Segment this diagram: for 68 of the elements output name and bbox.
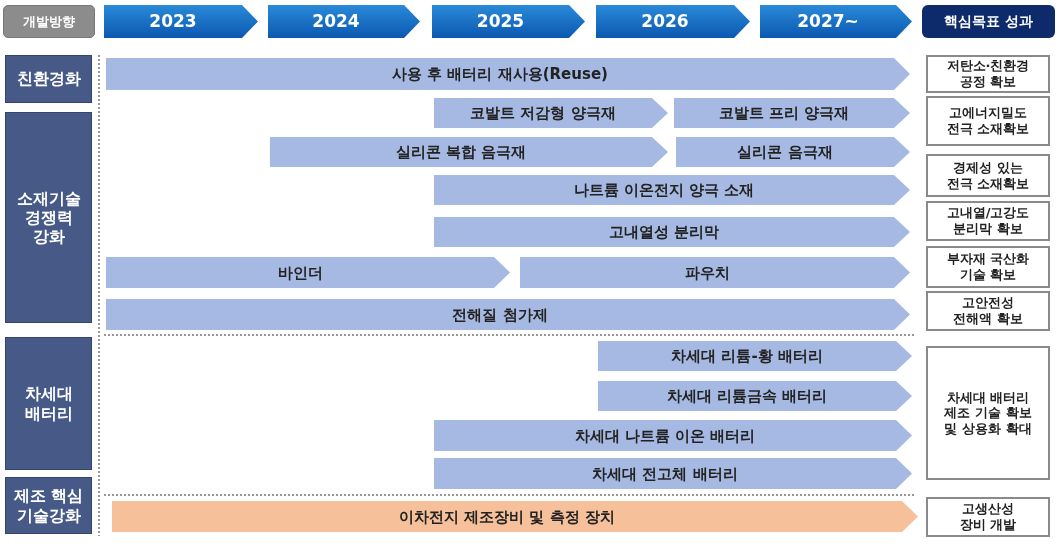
bar-label: 코발트 프리 양극재 bbox=[718, 104, 850, 122]
bar-label: 차세대 전고체 배터리 bbox=[592, 464, 738, 483]
year-label: 2027~ bbox=[797, 11, 859, 32]
bar-label: 바인더 bbox=[277, 263, 323, 282]
year-header-banner bbox=[268, 5, 420, 38]
goal-box bbox=[926, 497, 1050, 537]
goal-box bbox=[926, 346, 1050, 480]
goal-box bbox=[926, 154, 1050, 197]
heading-text: 친환경화 bbox=[16, 69, 81, 89]
arrow-bar bbox=[106, 58, 910, 90]
category-box bbox=[5, 337, 92, 470]
arrow-bar bbox=[674, 98, 910, 128]
heading-text: 소재기술 경쟁력 강화 bbox=[15, 188, 82, 247]
goal-text: 부자재 국산화 기술 확보 bbox=[945, 251, 1031, 283]
goal-text: 고생산성 장비 개발 bbox=[958, 501, 1018, 533]
heading-text: 개발방향 bbox=[23, 13, 75, 30]
header-box bbox=[922, 5, 1055, 38]
arrow-bar bbox=[434, 217, 910, 247]
arrow-bar bbox=[676, 137, 910, 167]
category-box bbox=[5, 55, 92, 103]
year-label: 2025 bbox=[476, 11, 525, 32]
goal-text: 경제성 있는 전극 소재확보 bbox=[945, 159, 1031, 192]
category-box bbox=[5, 112, 92, 323]
arrow-bar bbox=[598, 341, 912, 371]
arrow-bar bbox=[598, 381, 912, 411]
arrow-bar bbox=[270, 137, 668, 167]
year-header-banner bbox=[432, 5, 585, 38]
bar-label: 이차전지 제조장비 및 측정 장치 bbox=[399, 507, 615, 526]
goal-text: 고에너지밀도 전극 소재확보 bbox=[945, 105, 1031, 137]
bar-label: 나트륨 이온전지 양극 소재 bbox=[573, 181, 755, 199]
goal-text: 차세대 배터리 제조 기술 확보 및 상용화 확대 bbox=[943, 389, 1033, 437]
arrow-bar bbox=[434, 458, 912, 489]
category-box bbox=[5, 477, 92, 534]
goal-box bbox=[926, 201, 1050, 241]
bar-label: 고내열성 분리막 bbox=[608, 223, 720, 241]
bar-label: 코발트 저감형 양극재 bbox=[470, 104, 616, 122]
goal-box bbox=[926, 55, 1050, 93]
goal-box bbox=[926, 96, 1050, 146]
bar-label: 차세대 리튬-황 배터리 bbox=[671, 347, 823, 365]
bar-label: 실리콘 음극재 bbox=[737, 143, 833, 161]
goal-text: 고내열/고강도 분리막 확보 bbox=[945, 205, 1031, 237]
goal-box bbox=[926, 291, 1050, 331]
goal-box bbox=[926, 246, 1050, 288]
year-label: 2026 bbox=[641, 11, 689, 32]
year-label: 2024 bbox=[312, 11, 360, 32]
arrow-bar bbox=[520, 257, 910, 288]
arrow-bar bbox=[434, 175, 910, 205]
bar-label: 차세대 나트륨 이온 배터리 bbox=[574, 426, 756, 445]
header-box bbox=[3, 5, 95, 38]
goal-text: 고안전성 전해액 확보 bbox=[952, 295, 1024, 327]
goal-text: 저탄소·친환경 공정 확보 bbox=[945, 58, 1031, 90]
year-header-banner bbox=[104, 5, 258, 38]
year-label: 2023 bbox=[149, 11, 197, 32]
bar-label: 전해질 첨가제 bbox=[452, 305, 548, 324]
year-header-banner bbox=[760, 5, 912, 38]
arrow-bar bbox=[106, 299, 910, 330]
bar-label: 파우치 bbox=[684, 263, 730, 282]
heading-text: 핵심목표 성과 bbox=[944, 13, 1033, 30]
bar-label: 차세대 리튬금속 배터리 bbox=[666, 387, 828, 405]
bar-label: 실리콘 복합 음극재 bbox=[395, 143, 527, 161]
arrow-bar bbox=[434, 98, 668, 128]
heading-text: 차세대 배터리 bbox=[23, 384, 74, 423]
year-header-banner bbox=[596, 5, 750, 38]
bar-label: 사용 후 배터리 재사용(Reuse) bbox=[392, 65, 608, 83]
arrow-bar bbox=[106, 257, 510, 288]
arrow-bar bbox=[112, 501, 918, 532]
heading-text: 제조 핵심 기술강화 bbox=[12, 486, 85, 525]
arrow-bar bbox=[434, 420, 912, 451]
